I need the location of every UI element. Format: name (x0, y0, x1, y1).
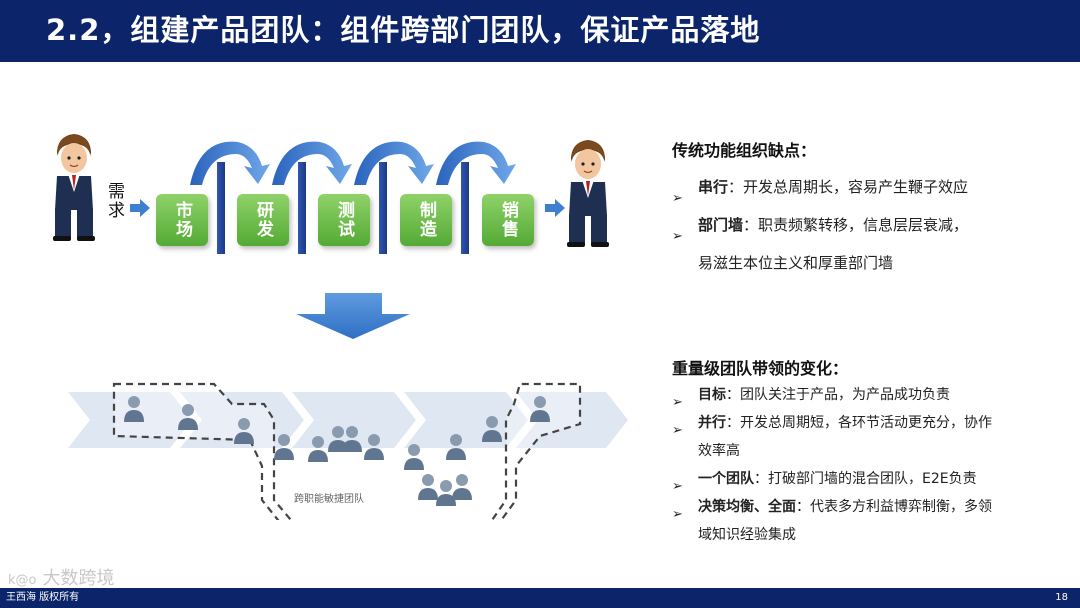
copyright-text: 王西海 版权所有 (6, 592, 80, 603)
arrow-bullet-icon: ➢ (672, 229, 683, 244)
item-text: ：开发总周期短，各环节活动更充分，协作 (726, 415, 992, 431)
item-keyword: 串行 (698, 178, 729, 196)
flow-small-arrows (130, 199, 565, 217)
process-arc-arrows (190, 141, 516, 185)
stage-sales: 销售 (482, 194, 534, 246)
stage-manufacture: 制造 (400, 194, 452, 246)
item-keyword: 部门墙 (698, 216, 744, 234)
left-businessman (52, 133, 96, 242)
item-text: ：代表多方利益博弈制衡，多领 (796, 499, 992, 515)
arrow-bullet-icon: ➢ (672, 395, 683, 410)
section2-item: ➢ 并行：开发总周期短，各环节活动更充分，协作 效率高 (672, 409, 1052, 465)
team-dashed-outline (112, 382, 582, 520)
footer-bar: 王西海 版权所有 18 (0, 588, 1080, 608)
section1-item: ➢ 部门墙：职责频繁转移，信息层层衰减， 易滋生本位主义和厚重部门墙 (672, 206, 1052, 282)
arrow-bullet-icon: ➢ (672, 423, 683, 438)
item-text-continued: 易滋生本位主义和厚重部门墙 (698, 254, 894, 272)
transform-down-arrow (296, 293, 410, 339)
section1-item: ➢ 串行：开发总周期长，容易产生鞭子效应 (672, 168, 1052, 206)
department-wall-2 (298, 162, 306, 254)
watermark: k@o 大数跨境 (8, 568, 114, 592)
department-wall-1 (217, 162, 225, 254)
slide-title: 2.2，组建产品团队：组件跨部门团队，保证产品落地 (46, 13, 761, 47)
watermark-logo-icon: k@o (8, 573, 37, 588)
item-keyword: 目标 (698, 387, 726, 403)
section2-title: 重量级团队带领的变化： (672, 359, 849, 378)
department-wall-4 (461, 162, 469, 254)
header-bar: 2.2，组建产品团队：组件跨部门团队，保证产品落地 (0, 0, 1080, 62)
stage-test: 测试 (318, 194, 370, 246)
arrow-bullet-icon: ➢ (672, 507, 683, 522)
item-text: ：职责频繁转移，信息层层衰减， (743, 216, 969, 234)
item-text: ：开发总周期长，容易产生鞭子效应 (728, 178, 969, 196)
item-keyword: 并行 (698, 415, 726, 431)
item-keyword: 一个团队 (698, 471, 754, 487)
item-text: ：打破部门墙的混合团队，E2E负责 (754, 471, 977, 487)
item-text-continued: 域知识经验集成 (698, 527, 796, 543)
section1-title: 传统功能组织缺点： (672, 141, 817, 160)
watermark-text: 大数跨境 (42, 568, 115, 589)
department-wall-3 (379, 162, 387, 254)
page-number: 18 (1055, 592, 1068, 603)
arrow-bullet-icon: ➢ (672, 479, 683, 494)
section2-item: ➢ 一个团队：打破部门墙的混合团队，E2E负责 (672, 465, 1052, 494)
section2-item: ➢ 目标：团队关注于产品，为产品成功负责 (672, 381, 1052, 410)
item-text: ：团队关注于产品，为产品成功负责 (726, 387, 950, 403)
right-businessman (566, 139, 610, 248)
section2-item: ➢ 决策均衡、全面：代表多方利益博弈制衡，多领 域知识经验集成 (672, 493, 1052, 549)
stage-rd: 研发 (237, 194, 289, 246)
arrow-bullet-icon: ➢ (672, 191, 683, 206)
stage-market: 市场 (156, 194, 208, 246)
team-label: 跨职能敏捷团队 (294, 494, 364, 505)
item-keyword: 决策均衡、全面 (698, 499, 796, 515)
item-text-continued: 效率高 (698, 443, 740, 459)
demand-label: 需求 (104, 182, 124, 220)
diagram-canvas (52, 133, 628, 520)
